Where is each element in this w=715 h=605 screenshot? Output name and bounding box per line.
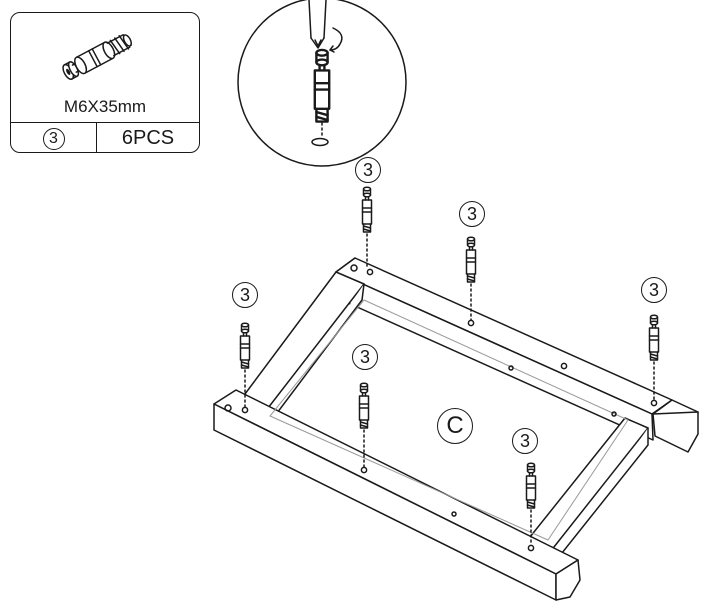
back-rail — [335, 257, 699, 453]
frame-bolts — [239, 186, 660, 546]
front-rail — [213, 389, 581, 601]
callout-bolt-back-right: 3 — [641, 277, 667, 303]
callout-bolt-back-left: 3 — [355, 157, 381, 183]
screwdriver-icon — [308, 0, 343, 53]
part-id-badge: 3 — [42, 127, 65, 150]
part-quantity: 6PCS — [121, 127, 175, 149]
detail-magnifier — [237, 0, 407, 167]
right-rail — [525, 417, 649, 569]
part-id-cell: 3 — [11, 123, 97, 152]
board-c-outline — [269, 299, 629, 541]
parts-row: 3 6PCS — [11, 122, 199, 152]
callout-bolt-front-left: 3 — [232, 282, 258, 308]
callout-bolt-front-middle: 3 — [352, 344, 378, 370]
callout-bolt-front-right: 3 — [512, 428, 538, 454]
cam-bolt-icon — [62, 33, 132, 80]
callout-bolt-back-middle: 3 — [459, 201, 485, 227]
board-c-label: C — [437, 408, 473, 444]
part-spec: M6X35mm — [63, 97, 147, 116]
parts-legend: M6X35mm 3 6PCS — [10, 12, 200, 153]
